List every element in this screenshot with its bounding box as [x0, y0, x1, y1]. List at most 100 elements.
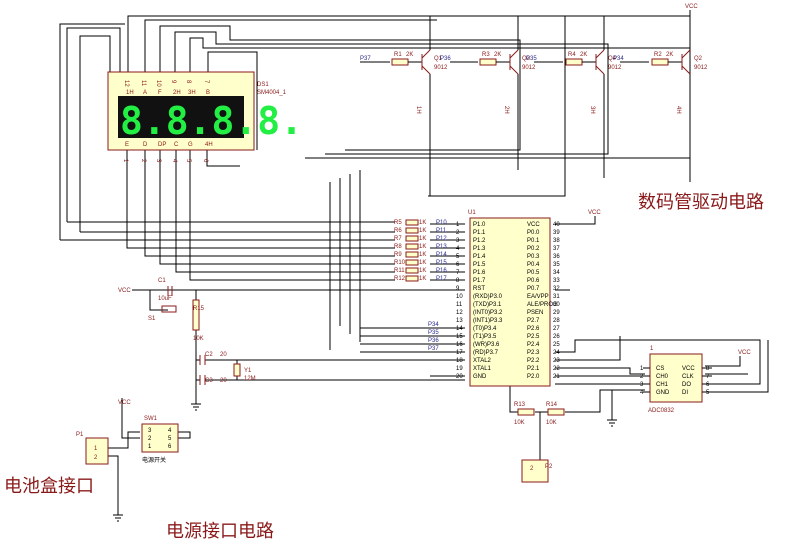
display-bottom-seg: 4H — [205, 142, 213, 148]
mcu-left-pin: 7 — [456, 270, 460, 276]
seg-resistor-net: P11 — [436, 228, 447, 234]
adc-left-name: CH0 — [656, 374, 669, 380]
mcu-left-pin: 15 — [456, 334, 463, 340]
sw1-pin-5: 5 — [168, 436, 172, 442]
mcu-right-pin: 29 — [553, 310, 560, 316]
mcu-left-name: (WR)P3.6 — [473, 342, 500, 348]
sw1-pin-3: 3 — [148, 428, 152, 434]
display-bottom-seg: E — [125, 142, 129, 148]
reset-circuit: VCC C1 10uF S1 R15 10K — [118, 278, 205, 342]
c3-value: 20 — [220, 378, 227, 384]
p3-net: P37 — [428, 346, 439, 352]
adc-right-name: VCC — [682, 366, 695, 372]
display-top-pin: 10 — [155, 80, 161, 87]
display-top-seg: F — [158, 90, 162, 96]
mcu-left-pin: 8 — [456, 278, 460, 284]
display-part: SM4004_1 — [257, 90, 287, 96]
mcu-right-name: P0.6 — [527, 278, 540, 284]
mcu-right-pin: 23 — [553, 358, 560, 364]
mcu-right-name: P0.1 — [527, 238, 540, 244]
c2-ref: C2 — [205, 352, 213, 358]
display-top-pin: 7 — [203, 80, 209, 84]
resistor-ref: R2 — [654, 52, 662, 58]
display-face — [118, 96, 244, 138]
transistor-ref: Q4 — [608, 56, 617, 62]
seg-resistor-value: 1K — [419, 252, 426, 258]
mcu-left-pin: 3 — [456, 238, 460, 244]
mcu-left-pin: 10 — [456, 294, 463, 300]
r13-ref: R13 — [514, 402, 526, 408]
transistor-part: 9012 — [434, 65, 448, 71]
seg-resistor-value: 1K — [419, 228, 426, 234]
caption-battery: 电池盒接口 — [4, 476, 94, 497]
segment-resistor: R9 1K P14 — [394, 251, 447, 258]
resistor-value: 2K — [406, 52, 413, 58]
display-bottom-seg: D — [143, 142, 148, 148]
mcu-left-pin: 6 — [456, 262, 460, 268]
caption-drive: 数码管驱动电路 — [638, 192, 764, 213]
display-top-pin: 8 — [185, 80, 191, 84]
adc-left-pin: 2 — [640, 374, 644, 380]
adc-left-name: GND — [656, 390, 670, 396]
p1-pin-2: 2 — [94, 455, 98, 461]
mcu-right-name: P0.4 — [527, 262, 540, 268]
adc-pin-top: 1 — [650, 346, 654, 352]
p3-net: P35 — [428, 330, 439, 336]
adc-right-pin: 8 — [706, 366, 710, 372]
mcu-right-pin: 24 — [553, 350, 560, 356]
crystal-circuit: C2 20 C3 20 Y1 12M — [199, 352, 256, 385]
mcu-right-name: P2.7 — [527, 318, 540, 324]
transistor-net: P34 — [613, 56, 624, 62]
display-bottom-seg: DP — [158, 142, 166, 148]
transistor-part: 9012 — [694, 65, 708, 71]
caption-power: 电源接口电路 — [166, 521, 274, 542]
s1-ref: S1 — [148, 316, 156, 322]
mcu-left-name: (TXD)P3.1 — [473, 302, 502, 308]
adc-right-name: CLK — [682, 374, 694, 380]
seg-resistor-ref: R9 — [394, 252, 402, 258]
mcu-ref: U1 — [468, 210, 476, 216]
power-interface: VCC P1 1 2 SW1 3 2 1 4 5 6 电源开关 — [76, 400, 179, 465]
mcu-left-name: RST — [473, 286, 485, 292]
transistor-ref: Q2 — [694, 56, 703, 62]
mcu-left-name: P1.1 — [473, 230, 486, 236]
p1-ref: P1 — [76, 432, 84, 438]
mcu-right-name: PSEN — [527, 310, 543, 316]
voltage-divider: R13 10K R14 10K 2 P2 — [514, 402, 565, 483]
vcc-reset-label: VCC — [118, 288, 131, 294]
mcu-right-name: P2.0 — [527, 374, 540, 380]
sw1-ref: SW1 — [144, 416, 158, 422]
routing-wires — [59, 10, 769, 515]
vcc-top-label: VCC — [685, 4, 698, 10]
mcu-left-pin: 4 — [456, 246, 460, 252]
mcu-right-pin: 30 — [553, 302, 560, 308]
seg-resistor-net: P13 — [436, 244, 447, 250]
adc-left-pin: 3 — [640, 382, 644, 388]
seg-resistor-net: P12 — [436, 236, 447, 242]
r14-ref: R14 — [546, 402, 558, 408]
seg-resistor-net: P14 — [436, 252, 447, 258]
mcu-right-name: P2.5 — [527, 334, 540, 340]
mcu-left-pin: 2 — [456, 230, 460, 236]
mcu-right-pin: 25 — [553, 342, 560, 348]
mcu-right-pin: 28 — [553, 318, 560, 324]
transistor-ref: Q3 — [522, 56, 531, 62]
r14-value: 10K — [546, 420, 557, 426]
c1-ref: C1 — [158, 278, 166, 284]
display-bottom-seg: G — [188, 142, 193, 148]
mcu-left-pin: 18 — [456, 358, 463, 364]
display-bottom-pin: 1 — [122, 159, 128, 163]
transistor-ref: Q1 — [434, 56, 443, 62]
base-resistor — [479, 58, 497, 66]
ground-symbols — [113, 403, 617, 522]
display-top-pin: 9 — [170, 80, 176, 84]
mcu-left-pin: 13 — [456, 318, 463, 324]
mcu-right-name: ALE/PROG — [527, 302, 558, 308]
